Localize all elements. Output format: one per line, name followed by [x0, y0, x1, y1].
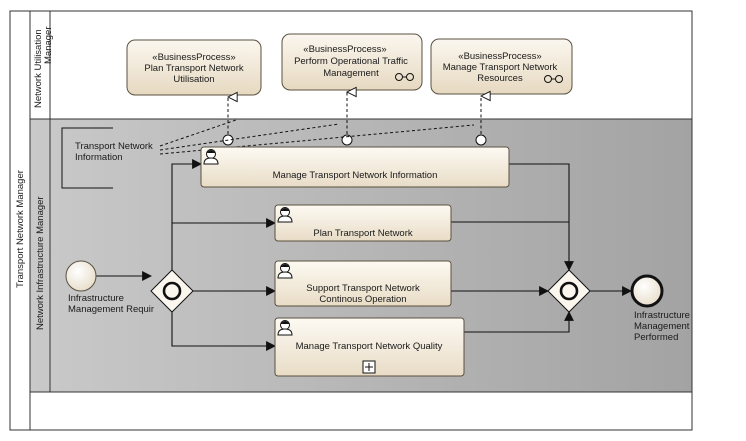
bp-stereotype: «BusinessProcess»: [152, 52, 235, 63]
task-label: Manage Transport Network Quality: [296, 341, 443, 352]
bp-name-line2: Utilisation: [173, 74, 214, 85]
lane-top-label-2: Manager: [43, 27, 54, 65]
link-icon: [544, 75, 563, 83]
bp-name-line1: Manage Transport Network: [443, 62, 558, 73]
task-manage-network-information[interactable]: Manage Transport Network Information: [200, 146, 510, 188]
bp-name-line1: Perform Operational Traffic: [294, 56, 408, 67]
task-plan-transport-network[interactable]: Plan Transport Network: [274, 204, 452, 242]
interface-port: [475, 134, 487, 146]
lane-bottom-label: Network Infrastructure Manager: [35, 196, 46, 330]
business-process-operational-traffic[interactable]: «BusinessProcess» Perform Operational Tr…: [281, 33, 423, 91]
task-label-line2: Continous Operation: [319, 294, 406, 305]
business-process-manage-resources[interactable]: «BusinessProcess» Manage Transport Netwo…: [430, 38, 573, 95]
bp-stereotype: «BusinessProcess»: [458, 51, 541, 62]
lane-top-label-1: Network Utilisation: [33, 29, 44, 108]
realization-links: [159, 92, 487, 155]
bp-name-line1: Plan Transport Network: [144, 63, 244, 74]
start-event[interactable]: Infrastructure Management Requir: [65, 260, 154, 315]
start-event-label-2: Management Requir: [68, 304, 154, 315]
bp-name-line2: Management: [323, 68, 379, 79]
task-label: Plan Transport Network: [313, 228, 413, 239]
subprocess-expand-icon[interactable]: [362, 360, 376, 374]
annotation-transport-network-info: Transport Network Information: [61, 127, 153, 189]
bp-stereotype: «BusinessProcess»: [303, 44, 386, 55]
end-event-label-3: Performed: [634, 332, 678, 343]
pool-label: Transport Network Manager: [15, 170, 26, 288]
sequence-flows: [96, 159, 632, 351]
end-event[interactable]: Infrastructure Management Performed: [630, 274, 690, 343]
task-label-line1: Support Transport Network: [306, 283, 420, 294]
link-icon: [395, 73, 414, 81]
task-label: Manage Transport Network Information: [273, 170, 438, 181]
task-support-continuous-operation[interactable]: Support Transport Network Continous Oper…: [274, 260, 452, 307]
annotation-line2: Information: [75, 152, 123, 163]
bp-name-line2: Resources: [477, 73, 523, 84]
end-event-label-1: Infrastructure: [634, 310, 690, 321]
end-event-label-2: Management: [634, 321, 690, 332]
user-icon: [277, 263, 293, 279]
inclusive-gateway-join[interactable]: [547, 269, 591, 313]
business-process-plan-utilisation[interactable]: «BusinessProcess» Plan Transport Network…: [126, 39, 262, 96]
task-manage-network-quality[interactable]: Manage Transport Network Quality: [274, 317, 465, 377]
inclusive-gateway-split[interactable]: [150, 269, 194, 313]
user-icon: [203, 149, 219, 165]
annotation-line1: Transport Network: [75, 141, 153, 152]
interface-port: [341, 134, 353, 146]
user-icon: [277, 207, 293, 223]
user-icon: [277, 320, 293, 336]
start-event-label-1: Infrastructure: [68, 293, 124, 304]
